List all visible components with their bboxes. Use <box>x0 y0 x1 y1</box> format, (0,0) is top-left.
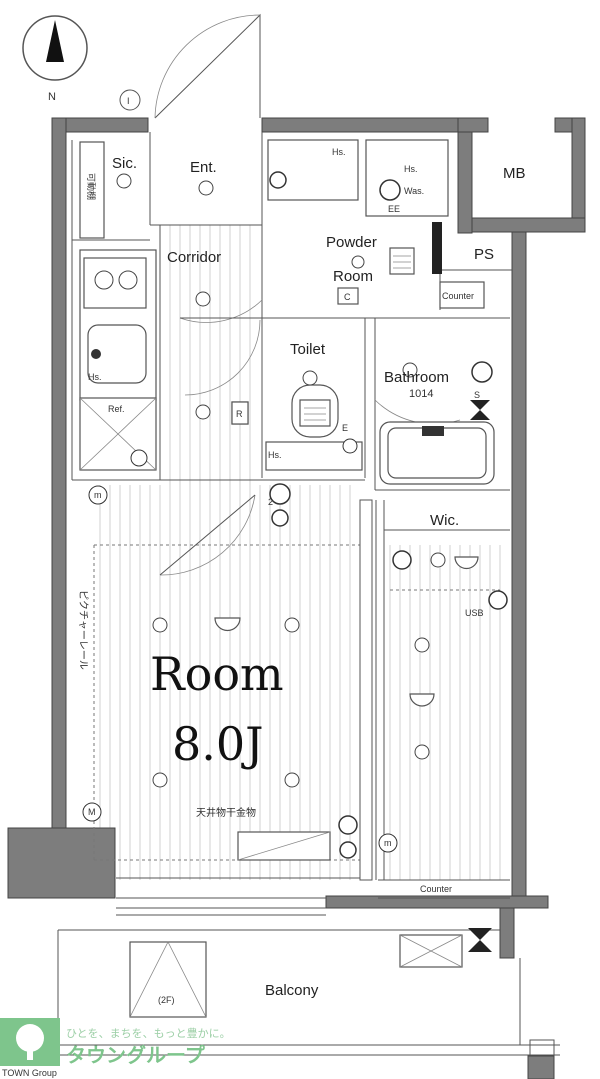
kitchen <box>79 249 157 471</box>
room-label-powder: Powder <box>326 234 377 251</box>
doors <box>154 13 461 576</box>
room-label-main: Room <box>150 647 284 701</box>
room-size-label: 8.0J <box>172 717 264 771</box>
counter-powder-label: Counter <box>442 291 474 301</box>
north-arrow-icon <box>46 20 64 62</box>
floor-2f-label: (2F) <box>158 995 175 1005</box>
room-label-sic: Sic. <box>112 155 137 172</box>
washer-label: Was. <box>404 186 424 196</box>
room-label-mb: MB <box>503 165 526 182</box>
room-floor-pattern <box>99 225 501 880</box>
marker-c-label: C <box>344 292 351 302</box>
compass-north-label: N <box>48 91 56 103</box>
room-fixtures <box>82 173 508 861</box>
partitions <box>57 132 560 1066</box>
marker-r-label: R <box>236 409 243 419</box>
walls <box>7 117 586 959</box>
room-label-entrance: Ent. <box>190 159 217 176</box>
sink-icon <box>87 324 147 384</box>
hs-label-1: Hs. <box>332 147 346 157</box>
usb-label: USB <box>465 608 484 618</box>
room-label-wic: Wic. <box>430 512 459 529</box>
movable-shelf <box>79 141 105 239</box>
hs-label-2: Hs. <box>404 164 418 174</box>
marker-i-label: I <box>127 96 130 106</box>
brand-name: タウングループ <box>66 1043 206 1067</box>
hatch-2f <box>129 941 207 1018</box>
compass: N <box>22 15 88 103</box>
digit-2-label: 2 <box>268 497 273 507</box>
marker-m-lower-label: M <box>88 807 96 817</box>
marker-c-box <box>337 287 359 305</box>
hs-label-4: Hs. <box>268 450 282 460</box>
cupboard-label: 可動棚 <box>86 173 97 200</box>
counter-room-label: Counter <box>420 884 452 894</box>
brand-logo: ひとを、まちを、もっと豊かに。 タウングループ TOWN Group <box>0 1018 231 1078</box>
powder-counter <box>439 281 485 309</box>
bathroom-size-label: 1014 <box>409 388 433 400</box>
refrigerator-label: Ref. <box>108 404 125 414</box>
hs-label-3: Hs. <box>88 372 102 382</box>
ee-label: EE <box>388 204 400 214</box>
room-label-toilet: Toilet <box>290 341 326 358</box>
room-label-bathroom: Bathroom <box>384 369 449 386</box>
ceiling-drying-label: 天井物干金物 <box>196 806 256 819</box>
room-label-corridor: Corridor <box>167 249 221 266</box>
marker-e-label: E <box>342 423 348 433</box>
room-label-balcony: Balcony <box>265 982 319 999</box>
powder-shelf-icon <box>389 247 415 275</box>
powder-room-fixtures <box>267 139 485 309</box>
room-label-powder-room: Room <box>333 268 373 285</box>
marker-s-label: S <box>474 390 480 400</box>
marker-m-upper-label: m <box>94 490 102 500</box>
brand-sub: TOWN Group <box>2 1068 57 1078</box>
stove-icon <box>83 257 147 309</box>
marker-r-box <box>231 401 249 425</box>
marker-m-right-label: m <box>384 838 392 848</box>
bathtub <box>379 361 495 485</box>
picture-rail-label: ピクチャーレール <box>77 590 89 670</box>
room-label-ps: PS <box>474 246 494 263</box>
powder-mirror <box>432 222 442 274</box>
brand-tagline: ひとを、まちを、もっと豊かに。 <box>66 1027 231 1040</box>
